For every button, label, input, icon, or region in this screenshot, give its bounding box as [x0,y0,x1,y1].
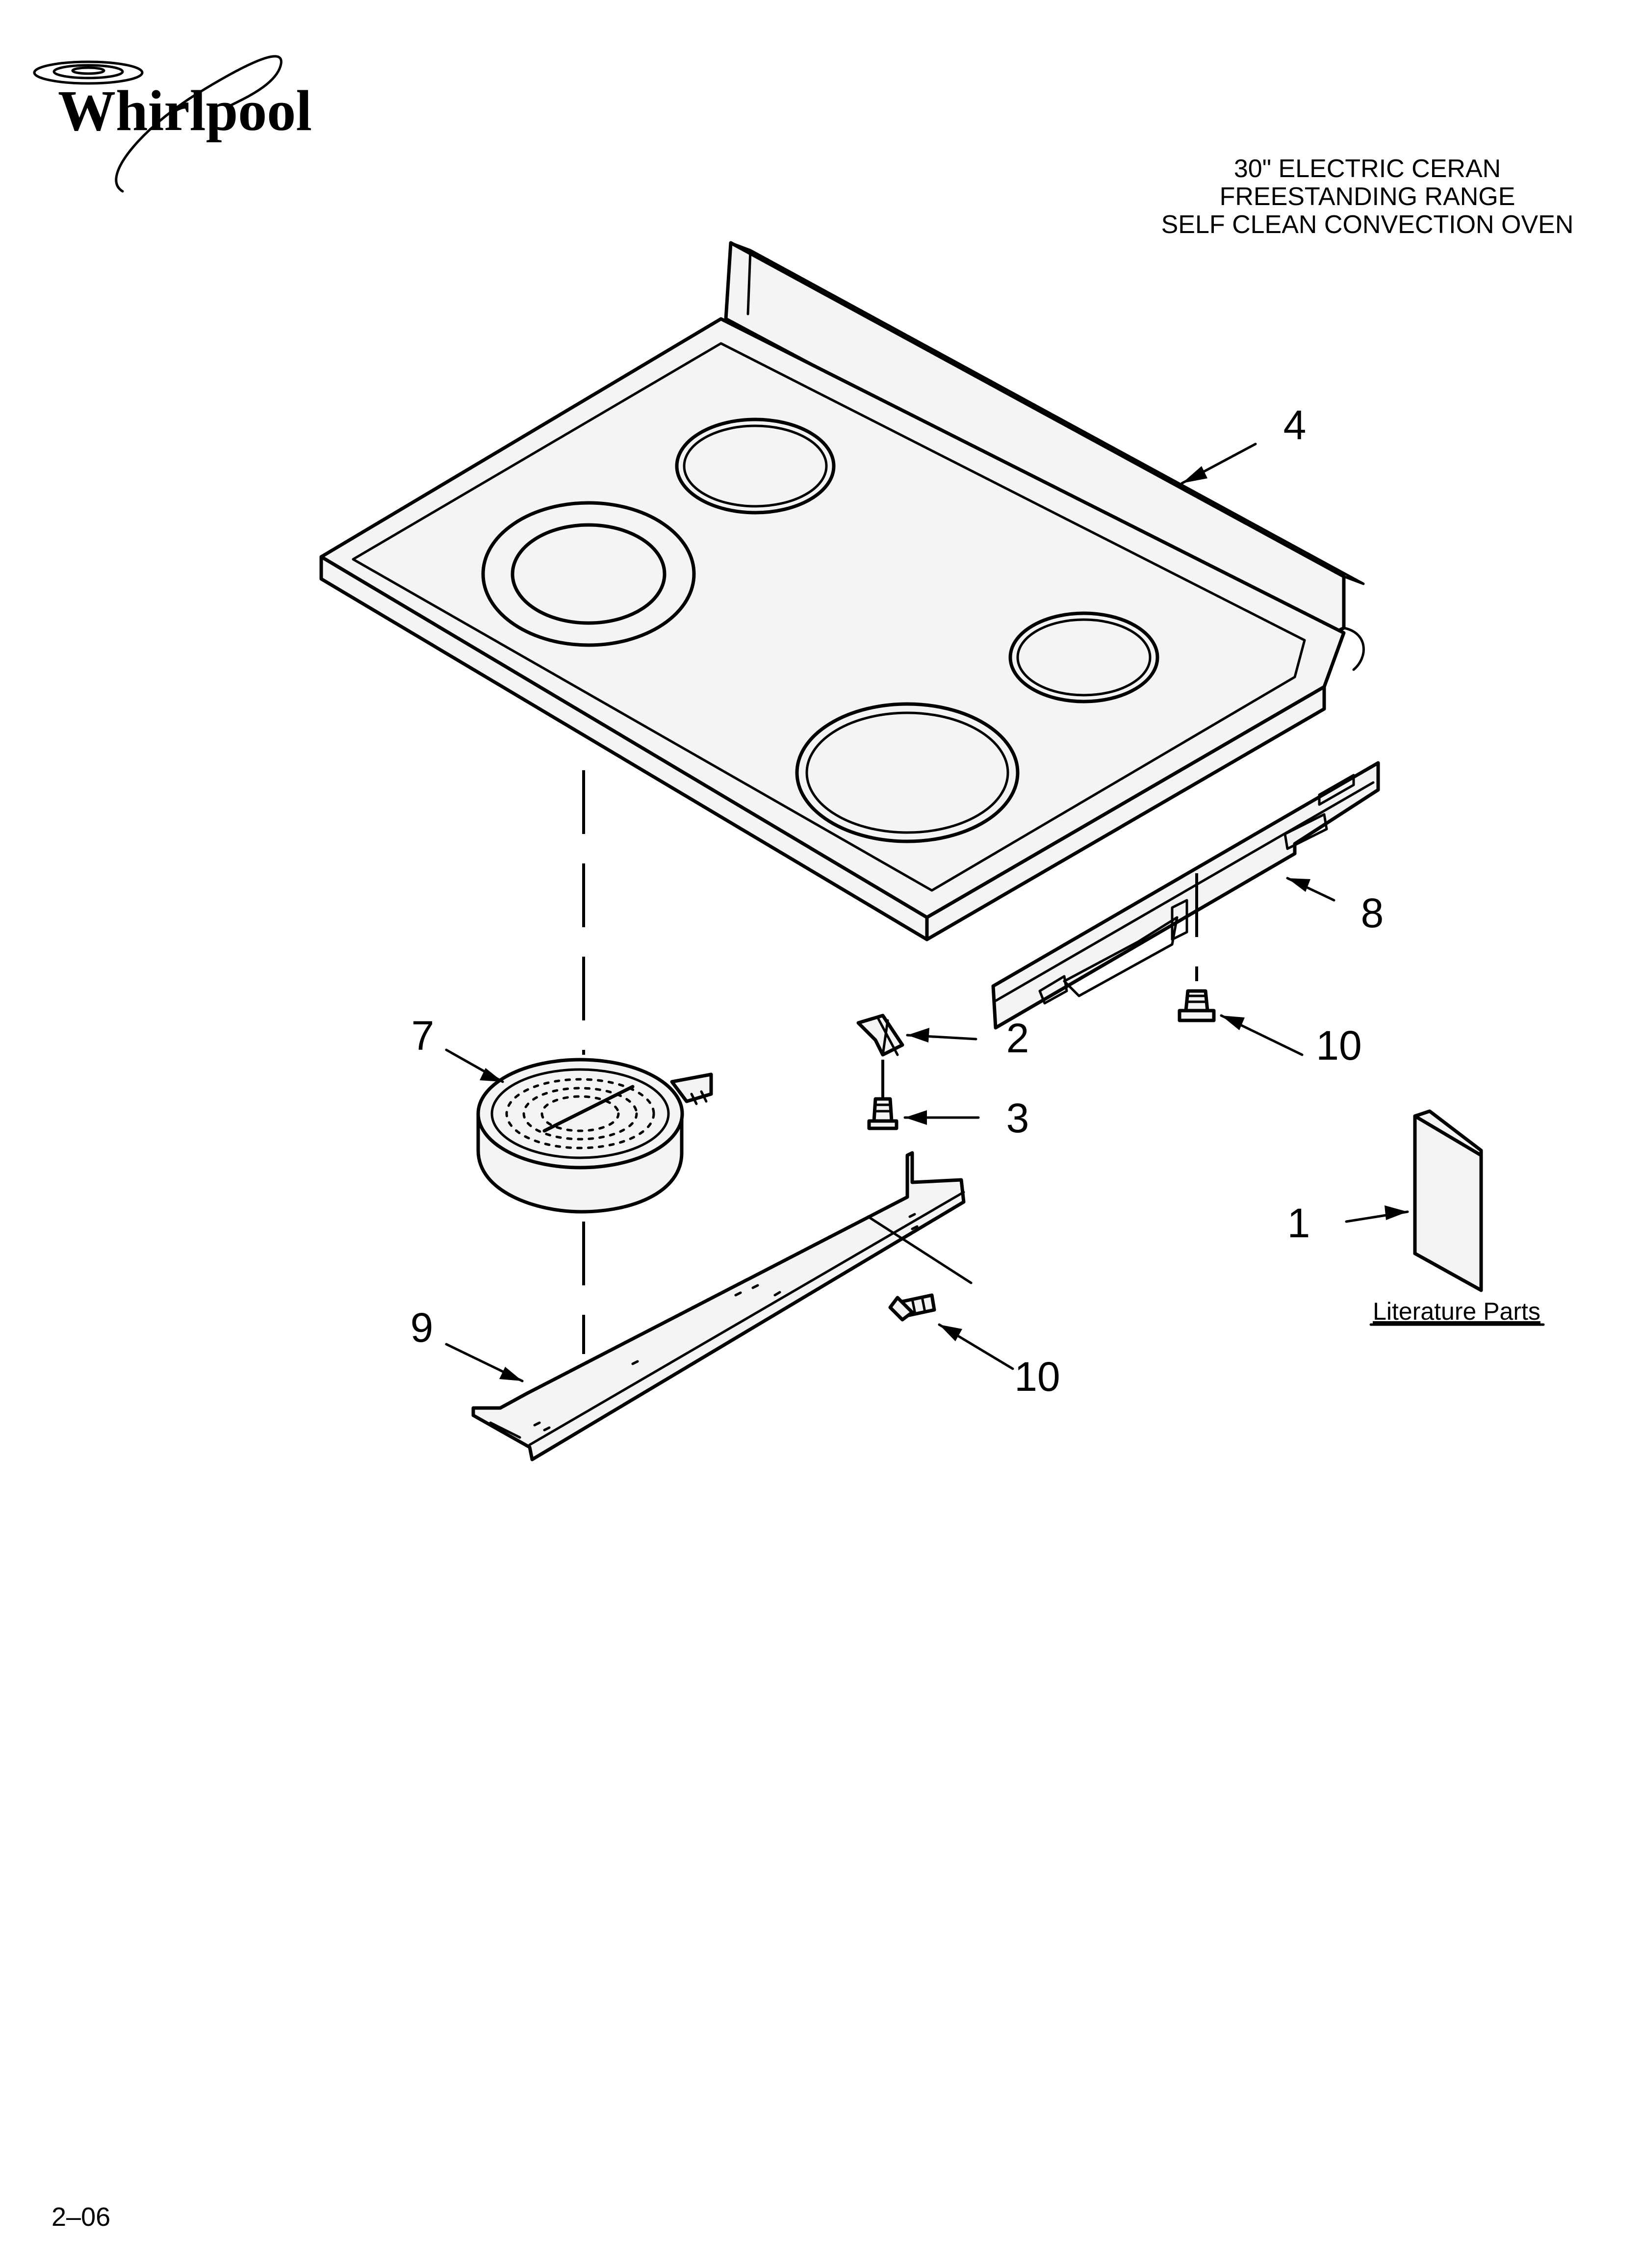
revision-code: 2–06 [51,2202,110,2232]
title-block: 30" ELECTRIC CERAN FREESTANDING RANGE SE… [1161,155,1574,239]
title-line-2: FREESTANDING RANGE [1220,182,1515,211]
callout-1: 1 [1287,1200,1409,1246]
burner-left-front [481,501,696,647]
logo-wordmark: Whirlpool [58,78,312,143]
callout-label-10-right: 10 [1316,1022,1361,1069]
radiant-element [476,1058,713,1214]
callout-label-7: 7 [411,1013,435,1059]
callout-10-right: 10 [1220,1014,1362,1069]
callout-7: 7 [411,1013,504,1083]
screw-small [867,1097,898,1130]
callout-label-3: 3 [1006,1095,1029,1141]
title-line-1: 30" ELECTRIC CERAN [1234,155,1501,183]
literature-parts [1413,1109,1483,1292]
screw-right [1178,989,1216,1022]
literature-parts-label: Literature Parts [1373,1298,1540,1325]
callout-8: 8 [1286,877,1384,936]
callout-4: 4 [1180,402,1307,485]
callout-3: 3 [903,1095,1029,1141]
callout-label-4: 4 [1283,402,1307,448]
callout-label-10-front: 10 [1014,1354,1060,1400]
callout-label-9: 9 [410,1304,434,1351]
burner-right-rear [1008,611,1159,704]
cooktop-assembly [319,241,1365,941]
screw-front [888,1293,936,1322]
rear-bracket [991,761,1380,1030]
callout-label-2: 2 [1006,1015,1029,1061]
callout-9: 9 [410,1304,524,1382]
burner-left-rear [675,417,836,515]
element-clip [856,1014,904,1057]
whirlpool-logo: Whirlpool [33,55,312,193]
callout-label-8: 8 [1361,890,1384,936]
title-line-3: SELF CLEAN CONVECTION OVEN [1161,210,1574,239]
callout-10-front: 10 [938,1323,1060,1400]
callout-2: 2 [906,1015,1029,1061]
front-bracket [471,1151,973,1461]
burner-right-front [795,702,1020,843]
callout-label-1: 1 [1287,1200,1310,1246]
